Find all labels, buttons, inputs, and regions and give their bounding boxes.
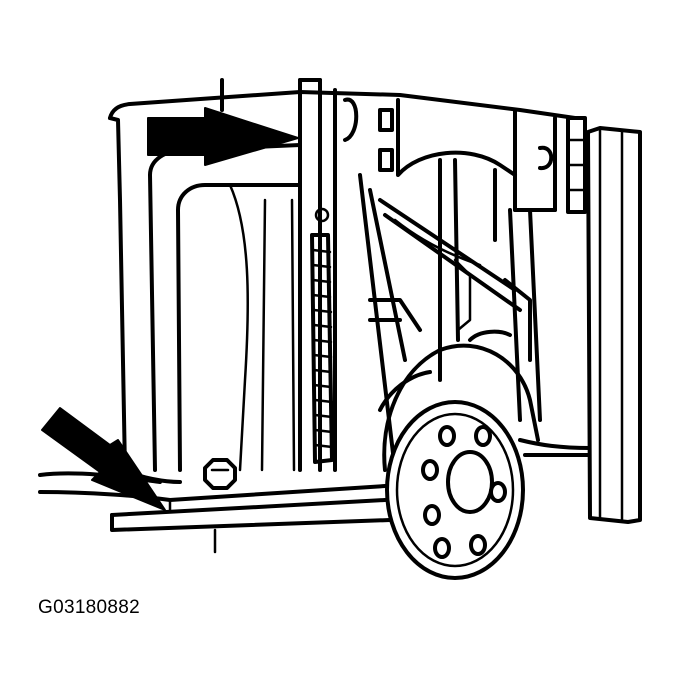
pointer-arrow-icon [41, 407, 166, 511]
dipstick-tube [310, 207, 334, 464]
drain-bolt [203, 458, 237, 490]
figure-id-label: G03180882 [38, 597, 141, 618]
side-bracket [586, 126, 642, 524]
pointer-arrow-icon [147, 107, 299, 166]
flywheel-hub [382, 343, 592, 580]
